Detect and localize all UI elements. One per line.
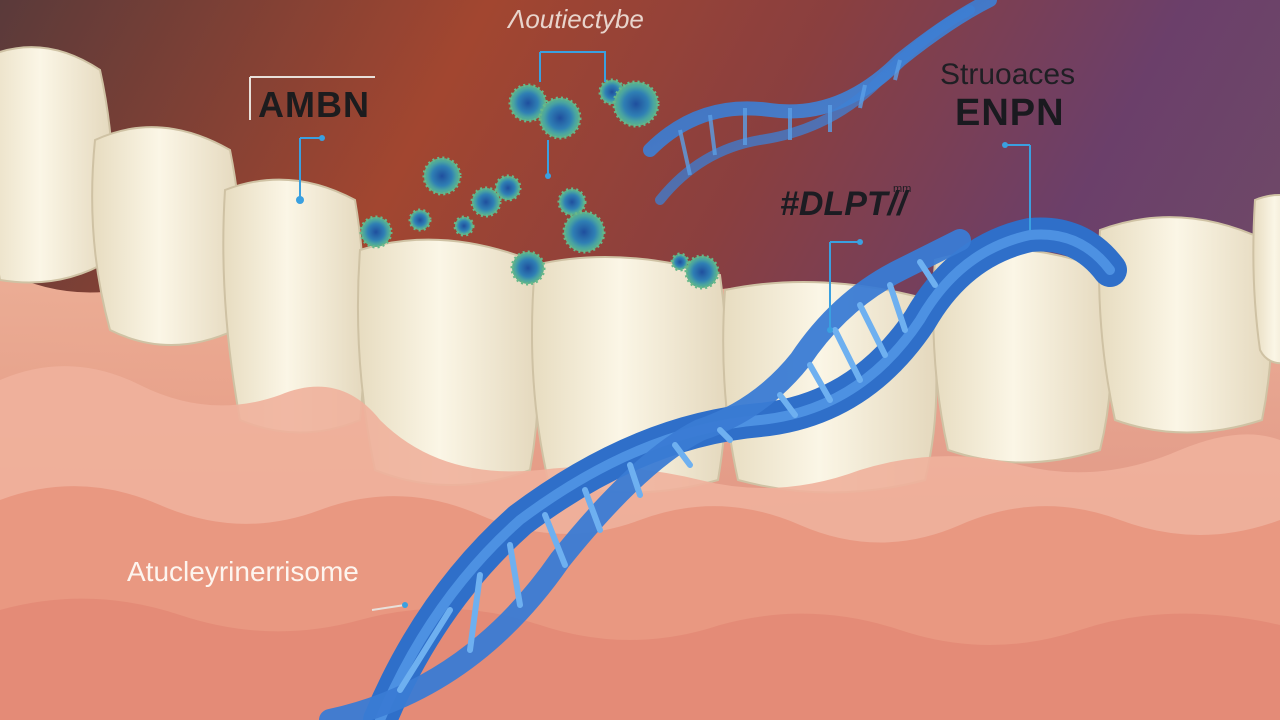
dlp-label: #DLPT// (780, 185, 907, 223)
bacterium (408, 208, 432, 232)
bacterium (508, 83, 548, 123)
top-label: Λoutiectybe (508, 4, 644, 34)
label-pointers (249, 51, 1031, 611)
structures-label: Struoaces (940, 58, 1076, 91)
tooth-7 (932, 248, 1113, 464)
dlp-small-label: mm (893, 183, 912, 195)
bacterium (359, 215, 393, 249)
bacterium (684, 254, 720, 290)
bacterium (494, 174, 522, 202)
bacteria-clusters (359, 78, 720, 290)
bacterium (470, 186, 502, 218)
bacterium (453, 215, 475, 237)
dna-helix-main (319, 217, 1127, 720)
tooth-9 (1252, 194, 1280, 365)
bacterium (670, 252, 690, 272)
bacterium (562, 210, 606, 254)
tooth-8 (1098, 216, 1273, 434)
bacterium (538, 96, 582, 140)
bacterium (612, 80, 660, 128)
lower-gum-bottom (0, 598, 1280, 720)
teeth (0, 46, 1280, 494)
atu-label: Atucleyrinerrisome (127, 556, 359, 587)
amb-label: AMBN (258, 84, 370, 125)
tooth-2 (91, 126, 243, 346)
tooth-4 (356, 238, 540, 486)
bacterium (422, 156, 462, 196)
enp-label: ENPN (955, 92, 1065, 134)
dna-helix-upper (643, 0, 997, 205)
bacterium (510, 250, 546, 286)
pointer-dots (296, 135, 1008, 608)
